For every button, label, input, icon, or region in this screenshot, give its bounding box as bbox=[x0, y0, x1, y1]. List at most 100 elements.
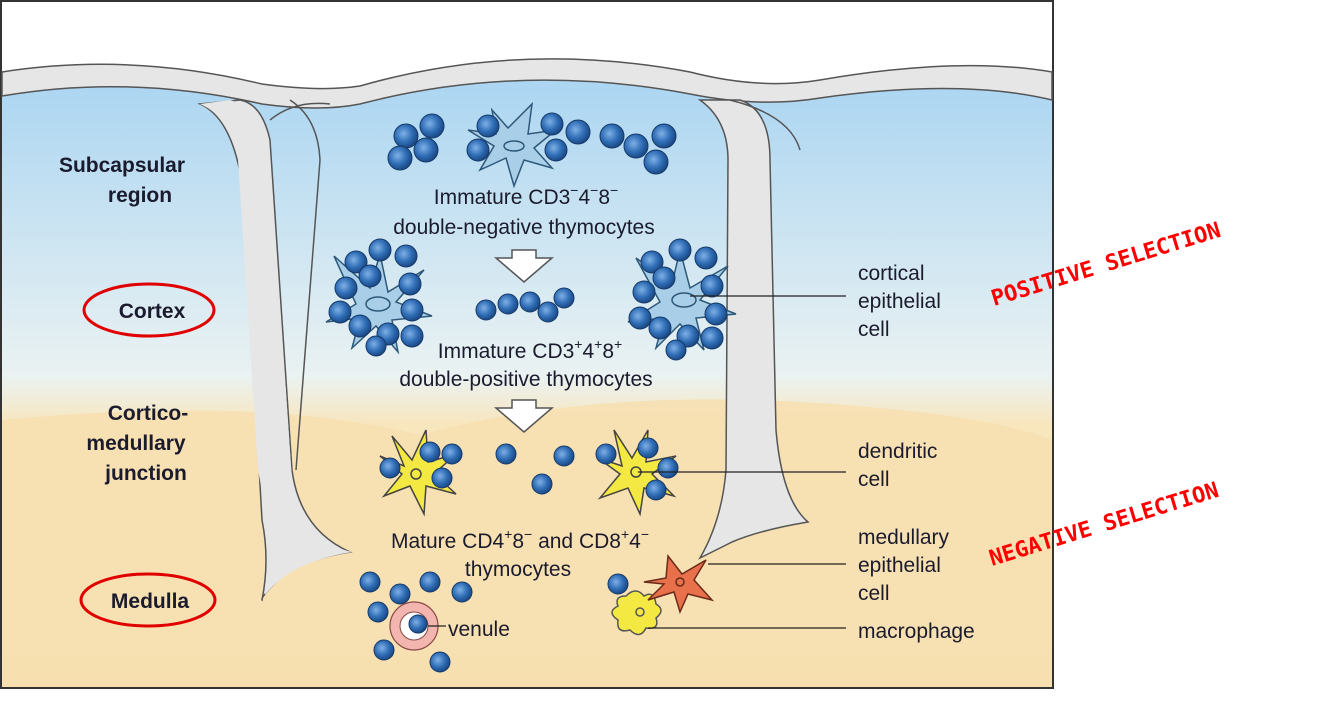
thymocyte bbox=[657, 457, 679, 479]
subcapsular-label-line1: Subcapsular bbox=[59, 154, 185, 177]
thymocyte bbox=[643, 149, 669, 175]
thymocyte bbox=[553, 287, 575, 309]
medulla-label: Medulla bbox=[111, 590, 189, 613]
macrophage-nucleus bbox=[635, 607, 645, 617]
thymocyte bbox=[645, 479, 667, 501]
medulla-thymocytes bbox=[359, 571, 629, 673]
cortical-epithelial-label-line1: cortical bbox=[858, 262, 925, 285]
free-double-positive-cells bbox=[475, 287, 575, 323]
dn-sup3: − bbox=[610, 182, 618, 198]
thymocyte bbox=[628, 306, 652, 330]
mature-label-line1: Mature CD4+8− and CD8+4− bbox=[391, 526, 649, 553]
corticomedullary-label-line1: Cortico- bbox=[108, 402, 189, 425]
arrow-down-2 bbox=[493, 399, 555, 433]
mature-sup1: + bbox=[504, 526, 512, 542]
right-septum bbox=[697, 99, 810, 560]
dendritic-label-line1: dendritic bbox=[858, 440, 937, 463]
dp-prefix: Immature CD3 bbox=[438, 340, 575, 363]
thymocyte bbox=[394, 244, 418, 268]
cortical-cluster-left bbox=[325, 238, 433, 357]
thymocyte bbox=[700, 326, 724, 350]
mature-sup3: + bbox=[621, 526, 629, 542]
thymocyte bbox=[419, 571, 441, 593]
double-negative-cluster bbox=[387, 101, 677, 189]
thymocyte bbox=[623, 133, 649, 159]
thymocyte bbox=[519, 291, 541, 313]
cortical-epithelial-label-line3: cell bbox=[858, 318, 890, 341]
macrophage-label: macrophage bbox=[858, 620, 975, 643]
venule bbox=[389, 601, 446, 651]
thymocyte bbox=[387, 145, 413, 171]
thymocyte bbox=[700, 274, 724, 298]
thymocyte bbox=[544, 138, 568, 162]
left-septum-edge bbox=[289, 99, 321, 471]
double-negative-label-line1: Immature CD3−4−8− bbox=[434, 182, 618, 209]
dendritic-cluster-right bbox=[595, 429, 679, 517]
thymocyte bbox=[495, 443, 517, 465]
thymocyte bbox=[400, 324, 424, 348]
dp-sup3: + bbox=[614, 336, 622, 352]
thymocyte bbox=[359, 571, 381, 593]
thymocyte bbox=[553, 445, 575, 467]
medulla-highlight-oval bbox=[79, 572, 217, 628]
corticomedullary-label-line2: medullary bbox=[86, 432, 186, 455]
medullary-epithelial-label-line3: cell bbox=[858, 582, 890, 605]
free-mature-cells bbox=[495, 443, 575, 495]
thymocyte bbox=[400, 298, 424, 322]
medullary-epithelial-nucleus bbox=[675, 577, 685, 587]
mature-c: and CD8 bbox=[532, 530, 621, 553]
mature-b: 8 bbox=[512, 530, 524, 553]
dn-sup1: − bbox=[570, 182, 578, 198]
dendritic-cluster-left bbox=[379, 429, 463, 517]
thymocyte bbox=[704, 302, 728, 326]
dn-prefix: Immature CD3 bbox=[434, 186, 571, 209]
macrophage bbox=[611, 590, 662, 636]
thymocyte bbox=[565, 119, 591, 145]
double-positive-label-line2: double-positive thymocytes bbox=[399, 368, 652, 391]
thymocyte bbox=[373, 639, 395, 661]
epithelial-nucleus bbox=[365, 296, 391, 312]
epithelial-nucleus bbox=[671, 292, 697, 308]
thymocyte bbox=[413, 137, 439, 163]
right-septum-top bbox=[729, 99, 801, 151]
epithelial-cell bbox=[467, 101, 559, 189]
thymocyte bbox=[398, 272, 422, 296]
epithelial-nucleus bbox=[503, 140, 525, 152]
thymocyte bbox=[419, 113, 445, 139]
arrow-down-1 bbox=[493, 249, 555, 283]
medullary-epithelial-label-line1: medullary bbox=[858, 526, 950, 549]
thymocyte bbox=[497, 293, 519, 315]
cortical-epithelial-label-line2: epithelial bbox=[858, 290, 941, 313]
thymocyte bbox=[344, 250, 368, 274]
mature-d: 4 bbox=[629, 530, 641, 553]
mature-label-line2: thymocytes bbox=[465, 558, 571, 581]
medullary-epithelial-cell bbox=[643, 554, 715, 615]
thymocyte bbox=[466, 138, 490, 162]
thymocyte bbox=[540, 112, 564, 136]
thymocyte bbox=[379, 457, 401, 479]
thymocyte bbox=[367, 601, 389, 623]
medullary-epithelial-label-line2: epithelial bbox=[858, 554, 941, 577]
mature-sup2: − bbox=[524, 526, 532, 542]
thymocyte bbox=[694, 246, 718, 270]
dn-mid1: 4 bbox=[578, 186, 590, 209]
thymocyte bbox=[365, 335, 387, 357]
thymocyte bbox=[431, 467, 453, 489]
dendritic-label-line2: cell bbox=[858, 468, 890, 491]
thymocyte bbox=[531, 473, 553, 495]
dp-mid2: 8 bbox=[602, 340, 614, 363]
thymocyte bbox=[676, 324, 700, 348]
mature-a: Mature CD4 bbox=[391, 530, 505, 553]
thymocyte bbox=[665, 339, 687, 361]
thymocyte bbox=[334, 276, 358, 300]
thymocyte bbox=[368, 238, 392, 262]
subcapsular-label-line2: region bbox=[108, 184, 172, 207]
capsule bbox=[1, 58, 1053, 109]
thymocyte bbox=[652, 266, 676, 290]
thymocyte bbox=[348, 314, 372, 338]
thymocyte bbox=[429, 651, 451, 673]
thymocyte bbox=[668, 238, 692, 262]
corticomedullary-label-line3: junction bbox=[104, 462, 187, 485]
